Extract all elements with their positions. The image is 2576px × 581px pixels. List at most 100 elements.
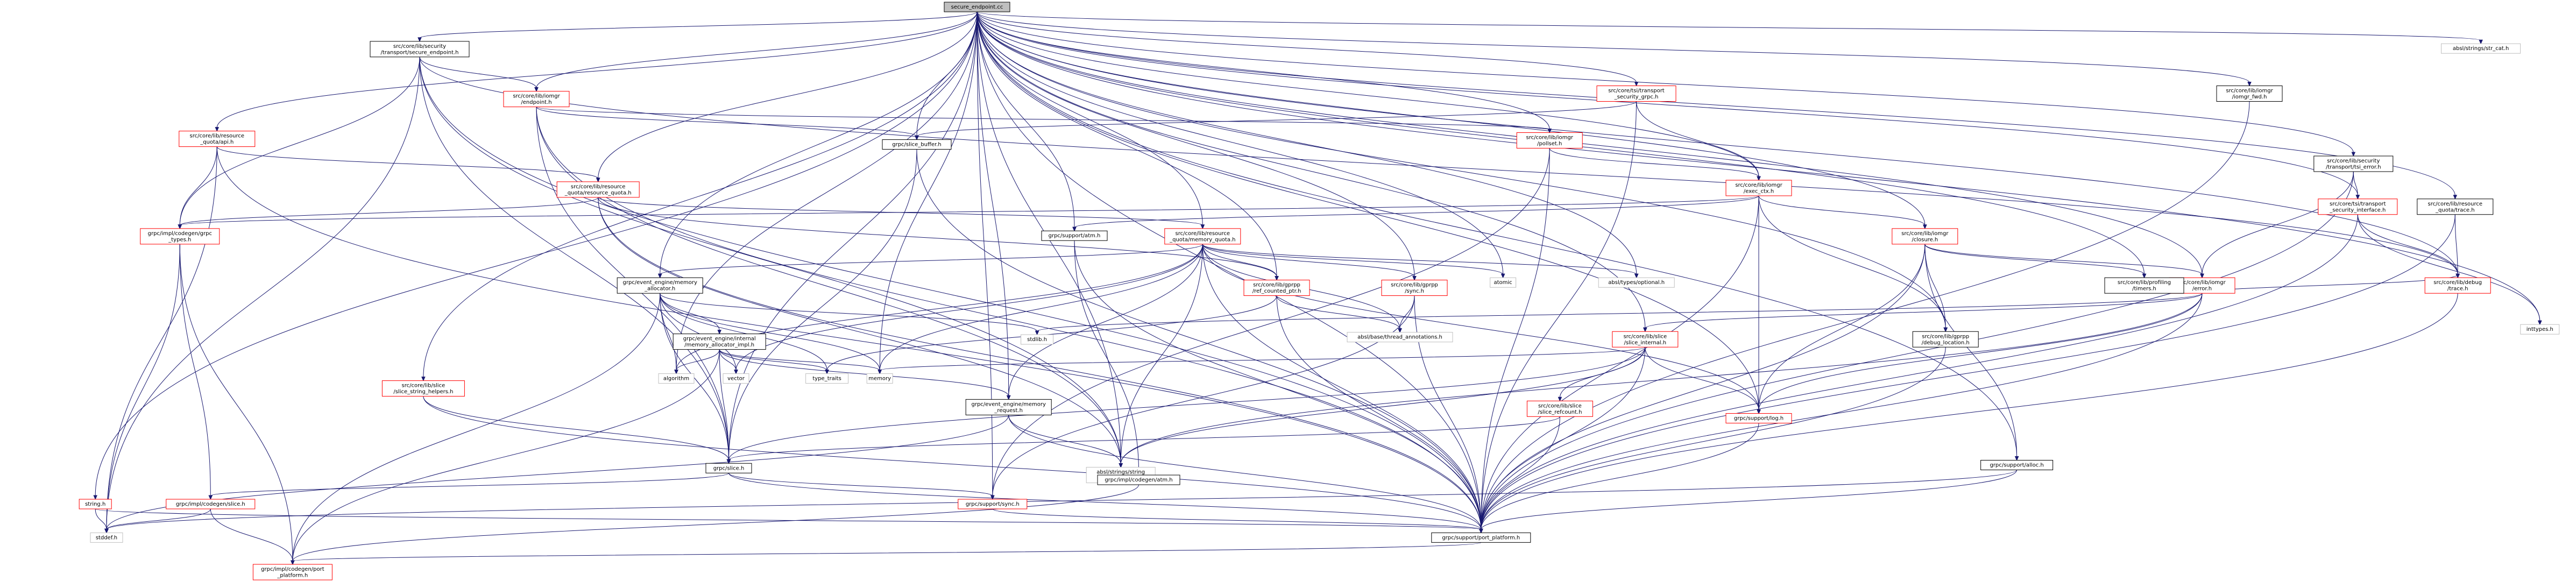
- edge-rq_mq-to-algorithm: [676, 244, 1203, 371]
- node-iomgr-closure[interactable]: src/core/lib/iomgr/closure.h: [1892, 228, 1958, 245]
- node-label: _request.h: [994, 408, 1023, 414]
- node-box: [1892, 228, 1958, 245]
- node-rq-api[interactable]: src/core/lib/resource_quota/api.h: [179, 131, 256, 147]
- node-label: src/core/lib/debug: [2433, 280, 2482, 286]
- node-box: [673, 334, 766, 350]
- node-support-alloc[interactable]: grpc/support/alloc.h: [1980, 460, 2054, 470]
- node-iomgr-ep[interactable]: src/core/lib/iomgr/endpoint.h: [503, 91, 570, 108]
- node-box: [2313, 155, 2394, 172]
- node-label: _platform.h: [277, 573, 308, 579]
- node-label: src/core/lib/gprpp: [1922, 334, 1969, 339]
- node-support-atm[interactable]: grpc/support/atm.h: [1041, 230, 1108, 241]
- node-ee-memreq[interactable]: grpc/event_engine/memory_request.h: [965, 399, 1052, 415]
- node-sec-ep-h[interactable]: src/core/lib/security/transport/secure_e…: [370, 41, 470, 58]
- node-box: [381, 380, 465, 397]
- node-algorithm[interactable]: algorithm: [658, 373, 695, 384]
- node-box: [1612, 331, 1679, 348]
- edge-string_h-to-port_platform: [95, 508, 1482, 530]
- node-box: [179, 131, 256, 147]
- node-stddef[interactable]: stddef.h: [90, 532, 123, 543]
- node-profiling-timers[interactable]: src/core/lib/profiling/timers.h: [2104, 277, 2184, 294]
- node-grpc-types[interactable]: grpc/impl/codegen/grpc_types.h: [140, 228, 220, 245]
- edge-iomgr_ep-to-absl_strview: [536, 107, 1121, 464]
- edge-sec_ep_h-to-absl_strview: [419, 56, 1121, 464]
- node-atomic[interactable]: atomic: [1490, 277, 1517, 288]
- edge-slice_str_helpers-to-grpc_slice: [423, 396, 729, 460]
- edge-arrowhead: [1412, 276, 1417, 281]
- node-box: [658, 373, 695, 384]
- node-grpc-slice[interactable]: grpc/slice.h: [705, 463, 752, 473]
- node-label: src/core/lib/security: [393, 44, 446, 49]
- node-iomgr-pollset[interactable]: src/core/lib/iomgr/pollset.h: [1516, 132, 1583, 148]
- node-support-log[interactable]: grpc/support/log.h: [1725, 413, 1792, 423]
- edge-arrowhead: [1398, 328, 1402, 333]
- node-label: grpc/support/port_platform.h: [1442, 535, 1520, 541]
- edge-ee_memalloc-to-memory: [660, 293, 880, 371]
- node-label: atomic: [1494, 280, 1512, 286]
- node-rq-rq[interactable]: src/core/lib/resource_quota/resource_quo…: [556, 181, 640, 198]
- node-rq-mq[interactable]: src/core/lib/resource_quota/memory_quota…: [1164, 228, 1241, 245]
- node-label: /exec_ctx.h: [1744, 188, 1774, 194]
- node-gprpp-debug-loc[interactable]: src/core/lib/gprpp/debug_location.h: [1912, 331, 1979, 348]
- node-box: [2417, 199, 2494, 215]
- edge-grpc_types-to-codegen_port: [179, 244, 293, 562]
- node-box: [1725, 413, 1792, 423]
- node-label: _allocator.h: [644, 286, 675, 292]
- node-stdlib[interactable]: stdlib.h: [1021, 334, 1054, 345]
- edge-iomgr_closure-to-iomgr_error: [1924, 244, 2203, 275]
- node-slice-refcount[interactable]: src/core/lib/slice/slice_refcount.h: [1526, 400, 1593, 417]
- edge-arrowhead: [2453, 195, 2458, 200]
- node-ee-internal[interactable]: grpc/event_engine/internal/memory_alloca…: [673, 334, 766, 350]
- edge-rq_mq-to-memory: [879, 244, 1203, 371]
- node-root[interactable]: secure_endpoint.cc: [944, 2, 1010, 12]
- node-slice-internal[interactable]: src/core/lib/slice/slice_internal.h: [1612, 331, 1679, 348]
- node-box: [2104, 277, 2184, 294]
- node-support-sync[interactable]: grpc/support/sync.h: [958, 499, 1028, 509]
- node-codegen-atm[interactable]: grpc/impl/codegen/atm.h: [1097, 474, 1180, 485]
- node-iomgr-exec[interactable]: src/core/lib/iomgr/exec_ctx.h: [1725, 180, 1792, 196]
- node-gprpp-refcnt[interactable]: src/core/lib/gprpp/ref_counted_ptr.h: [1243, 280, 1310, 296]
- edge-rq_rq-to-absl_strview: [598, 197, 1121, 464]
- node-gprpp-sync[interactable]: src/core/lib/gprpp/sync.h: [1381, 280, 1448, 296]
- node-slice-str-helpers[interactable]: src/core/lib/slice/slice_string_helpers.…: [381, 380, 465, 397]
- node-box: [1490, 277, 1517, 288]
- edge-root-to-iomgr_exec: [976, 11, 1759, 177]
- edge-debug_trace-to-port_platform: [1481, 293, 2458, 530]
- node-vector[interactable]: vector: [723, 373, 749, 384]
- node-ee-memalloc[interactable]: grpc/event_engine/memory_allocator.h: [617, 277, 703, 294]
- edge-arrowhead: [2355, 195, 2360, 200]
- node-sec-tsi-err[interactable]: src/core/lib/security/transport/tsi_erro…: [2313, 155, 2394, 172]
- node-slice-buffer[interactable]: grpc/slice_buffer.h: [882, 139, 952, 150]
- node-iomgr-fwd[interactable]: src/core/lib/iomgr/iomgr_fwd.h: [2216, 86, 2283, 102]
- node-string-h[interactable]: string.h: [79, 499, 112, 509]
- node-codegen-slice[interactable]: grpc/impl/codegen/slice.h: [166, 499, 256, 509]
- node-label: type_traits: [812, 376, 841, 382]
- node-inttypes[interactable]: inttypes.h: [2520, 324, 2560, 335]
- edge-rq_mq-to-ee_memalloc: [660, 244, 1203, 275]
- edge-tsi_sec_grpc-to-port_platform: [1481, 101, 1637, 530]
- edge-slice_internal-to-memory: [879, 346, 1646, 371]
- edge-root-to-iomgr_fwd: [976, 11, 2250, 83]
- edge-root-to-absl_optional: [976, 11, 1637, 275]
- node-box: [617, 277, 703, 294]
- node-box: [90, 532, 123, 543]
- edge-rq_mq-to-support_log: [1202, 244, 1759, 410]
- node-codegen-port[interactable]: grpc/impl/codegen/port_platform.h: [252, 564, 332, 580]
- node-absl-strcat[interactable]: absl/strings/str_cat.h: [2441, 43, 2521, 54]
- node-tsi-sec-grpc[interactable]: src/core/tsi/transport_security_grpc.h: [1596, 86, 1676, 102]
- node-absl-optional[interactable]: absl/types/optional.h: [1598, 277, 1675, 288]
- node-label: /closure.h: [1912, 237, 1938, 243]
- edge-iomgr_closure-to-gprpp_debug_loc: [1924, 244, 1946, 329]
- edge-root-to-debug_trace: [976, 11, 2458, 275]
- node-rq-trace[interactable]: src/core/lib/resource_quota/trace.h: [2417, 199, 2494, 215]
- edge-arrowhead: [291, 560, 295, 565]
- node-absl-thread[interactable]: absl/base/thread_annotations.h: [1347, 332, 1453, 343]
- edge-tsi_sec_iface-to-debug_trace: [2357, 214, 2458, 275]
- node-port-platform[interactable]: grpc/support/port_platform.h: [1431, 532, 1531, 543]
- node-debug-trace[interactable]: src/core/lib/debug/trace.h: [2424, 277, 2491, 294]
- node-type-traits[interactable]: type_traits: [805, 373, 849, 384]
- node-memory[interactable]: memory: [866, 373, 893, 384]
- node-label: algorithm: [663, 376, 689, 382]
- node-label: grpc/slice.h: [713, 465, 745, 471]
- node-tsi-sec-iface[interactable]: src/core/tsi/transport_security_interfac…: [2318, 199, 2398, 215]
